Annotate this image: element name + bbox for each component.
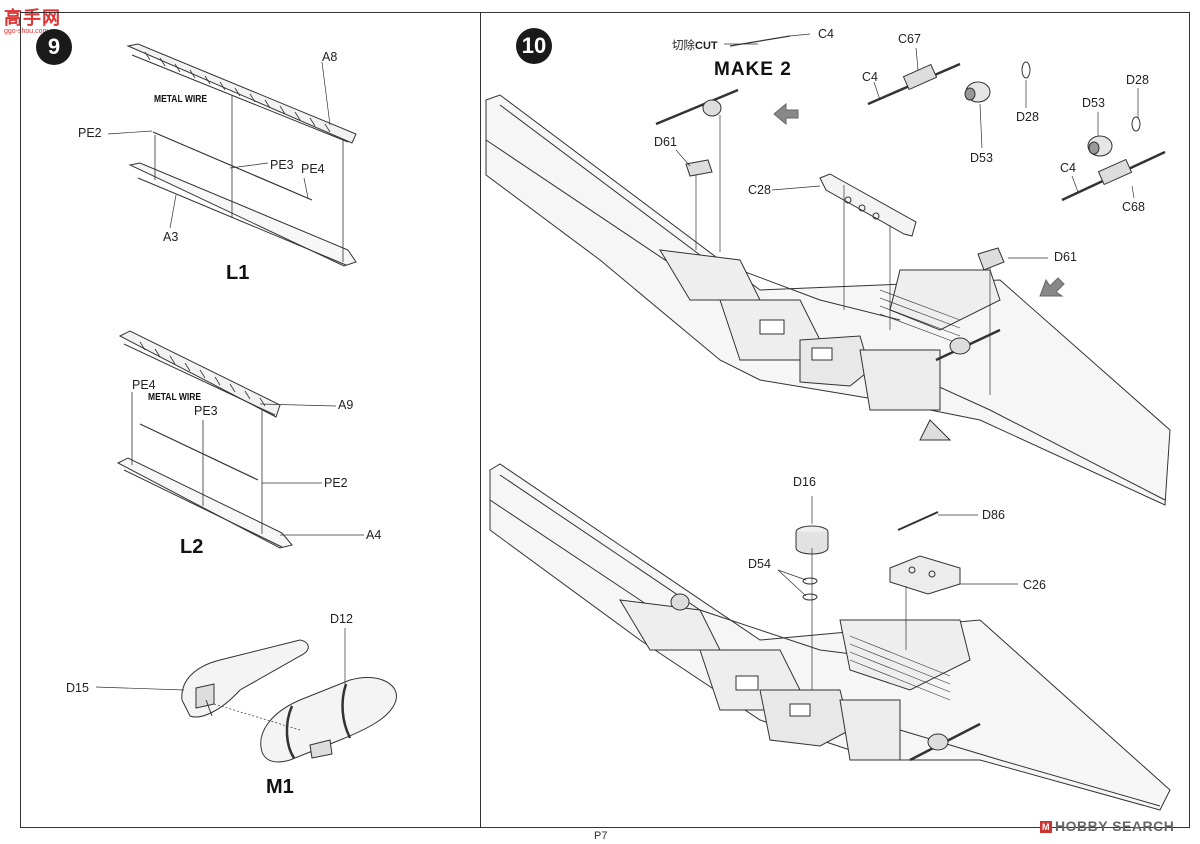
part-c26 <box>889 555 961 595</box>
watermark-badge: M <box>1040 821 1052 833</box>
label-c26: C26 <box>1023 578 1046 592</box>
part-c4-top <box>729 35 791 47</box>
disc-d28 <box>1021 61 1031 79</box>
part-d86 <box>897 511 939 531</box>
part-d54 <box>802 577 818 601</box>
assembly-title-l2: L2 <box>180 536 204 558</box>
fuselage-bottom <box>489 463 1171 811</box>
label-pe2-l1: PE2 <box>78 126 102 140</box>
gun-c68 <box>1061 150 1166 202</box>
drum-d53 <box>964 81 991 103</box>
part-c28 <box>819 173 917 237</box>
gun-c67 <box>867 62 961 106</box>
step-9-badge: 9 <box>36 29 72 65</box>
label-c4-b: C4 <box>862 70 878 84</box>
l1-wire <box>152 131 313 201</box>
watermark-logo: 高手网 ggo-shou.com <box>4 4 61 35</box>
label-d12: D12 <box>330 612 353 626</box>
l1-top-part <box>126 43 357 144</box>
label-d53-a: D53 <box>970 151 993 165</box>
watermark-url: ggo-shou.com <box>4 28 49 35</box>
label-pe4-l1: PE4 <box>301 162 325 176</box>
watermark-bottom-text: HOBBY SEARCH <box>1055 818 1175 834</box>
label-a3: A3 <box>163 230 179 244</box>
label-c68: C68 <box>1122 200 1145 214</box>
step-divider <box>480 12 481 828</box>
assembly-title-m1: M1 <box>266 776 294 798</box>
page-number: P7 <box>594 830 608 842</box>
assembly-title-l1: L1 <box>226 262 250 284</box>
label-c4-a: C4 <box>818 27 834 41</box>
label-d15: D15 <box>66 681 89 695</box>
label-pe4-l2: PE4 <box>132 378 156 392</box>
label-a4: A4 <box>366 528 382 542</box>
leaders-top <box>675 33 1139 395</box>
drum-d53-b <box>1087 135 1113 157</box>
make-2-title: MAKE 2 <box>714 59 792 80</box>
cut-note: 切除CUT <box>672 37 718 53</box>
label-pe2-l2: PE2 <box>324 476 348 490</box>
label-c67: C67 <box>898 32 921 46</box>
label-d16: D16 <box>793 475 816 489</box>
label-d61-a: D61 <box>654 135 677 149</box>
label-d61-b: D61 <box>1054 250 1077 264</box>
metal-wire-label-l1: METAL WIRE <box>154 94 208 105</box>
label-a9: A9 <box>338 398 354 412</box>
label-a8: A8 <box>322 50 338 64</box>
label-c28: C28 <box>748 183 771 197</box>
part-d16 <box>795 525 829 555</box>
page-frame <box>20 12 1190 828</box>
l1-bottom-part <box>128 162 357 267</box>
label-d53-b: D53 <box>1082 96 1105 110</box>
disc-d28-b <box>1131 116 1141 132</box>
watermark-text: 高手网 <box>4 8 61 28</box>
cut-note-prefix: 切除 <box>672 40 695 52</box>
cut-note-bold: CUT <box>695 40 718 52</box>
part-d61-right <box>977 247 1005 271</box>
label-c4-c: C4 <box>1060 161 1076 175</box>
l2-top-part <box>118 330 281 418</box>
part-d61-left <box>685 159 713 177</box>
m1-body-part <box>260 676 397 763</box>
label-d86: D86 <box>982 508 1005 522</box>
l2-bottom-part <box>116 457 293 549</box>
gun-left <box>655 88 739 126</box>
l2-wire <box>139 423 259 481</box>
label-d28-a: D28 <box>1016 110 1039 124</box>
step-10-badge: 10 <box>516 28 552 64</box>
gun-mounted <box>935 328 1001 362</box>
label-pe3-l2: PE3 <box>194 404 218 418</box>
fuselage-top <box>485 94 1171 506</box>
metal-wire-label-l2: METAL WIRE <box>148 392 202 403</box>
label-pe3-l1: PE3 <box>270 158 294 172</box>
gun-bottom-left <box>670 593 690 611</box>
gun-bottom-right <box>909 722 981 762</box>
leaders-bottom <box>777 496 1018 690</box>
label-d54: D54 <box>748 557 771 571</box>
label-d28-b: D28 <box>1126 73 1149 87</box>
